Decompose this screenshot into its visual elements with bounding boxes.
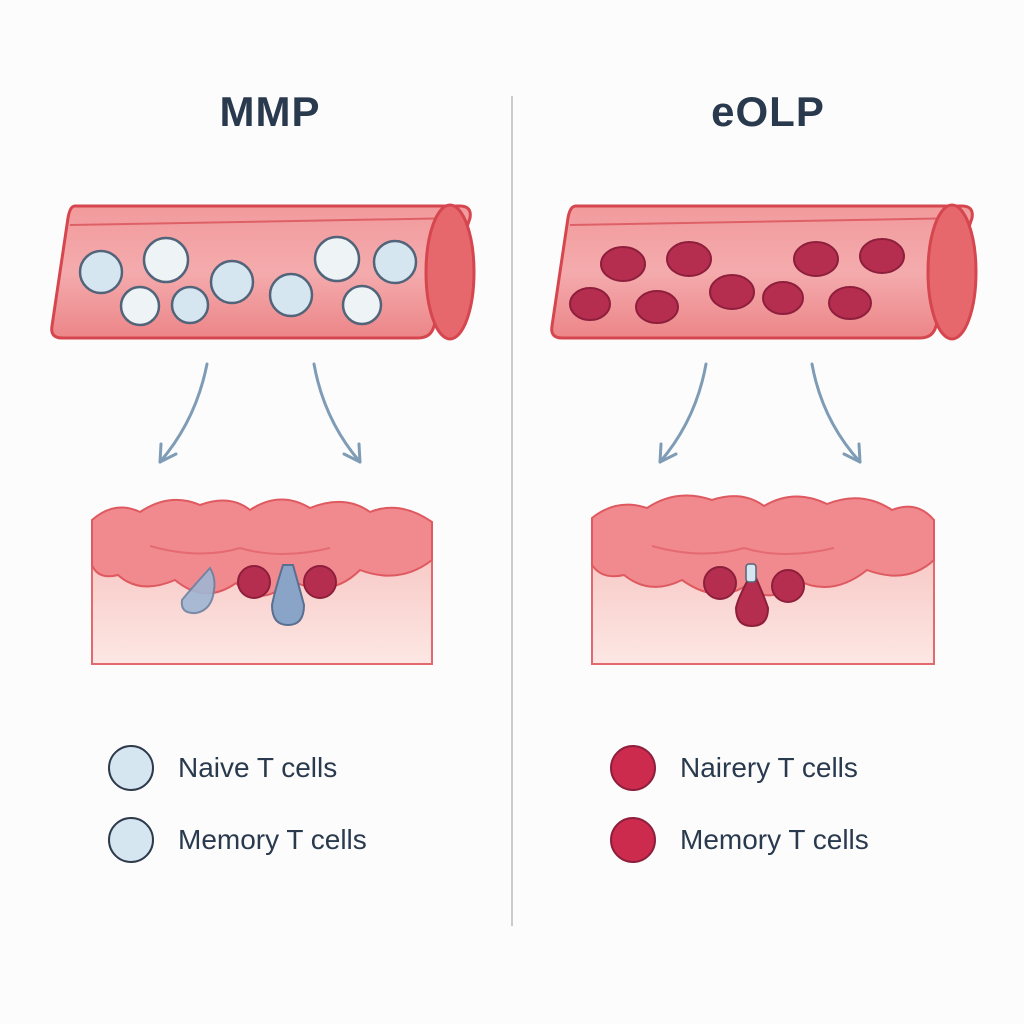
legend-item-naive: Naive T cells	[108, 742, 337, 794]
vessel-cells	[569, 238, 905, 324]
memory-t-cell	[703, 566, 737, 600]
memory-t-cell	[709, 274, 755, 310]
mucosal-tissue	[91, 498, 433, 665]
memory-t-cell	[635, 290, 679, 324]
migration-arrows	[658, 362, 862, 464]
naive-t-cell	[341, 284, 383, 326]
naive-t-cell	[745, 563, 757, 583]
legend-label: Memory T cells	[178, 824, 367, 855]
legend-swatch	[610, 745, 656, 791]
vessel-cells	[78, 235, 418, 327]
arrow-down-left-icon	[158, 362, 209, 464]
legend-swatch	[610, 817, 656, 863]
panel-title-mmp: MMP	[219, 88, 321, 135]
arrow-down-right-icon	[810, 362, 862, 464]
naive-t-cell	[313, 235, 361, 283]
panel-mmp: MMP	[50, 88, 476, 866]
memory-t-cell	[762, 281, 804, 315]
memory-t-cell	[734, 577, 770, 628]
legend-swatch	[108, 817, 154, 863]
panel-title-eolp: eOLP	[711, 88, 825, 135]
memory-t-cell	[666, 241, 712, 277]
naive-t-cell	[268, 272, 314, 318]
memory-t-cell	[771, 569, 805, 603]
mmp-illustration	[50, 203, 476, 665]
memory-t-cell	[859, 238, 905, 274]
naive-t-cell	[372, 239, 418, 285]
legend-swatch	[108, 745, 154, 791]
naive-t-cell	[142, 236, 190, 284]
migration-arrows	[158, 362, 362, 464]
memory-t-cell	[793, 241, 839, 277]
memory-t-cell	[569, 287, 611, 321]
panel-divider	[511, 96, 513, 926]
tissue-cells	[703, 563, 805, 628]
legend-label: Nairery T cells	[680, 752, 858, 783]
memory-t-cell	[600, 246, 646, 282]
legend-item-memory: Memory T cells	[108, 814, 367, 866]
naive-t-cell	[209, 259, 255, 305]
legend-item-memory: Memory T cells	[610, 814, 869, 866]
naive-t-cell	[180, 566, 216, 615]
legend-label: Memory T cells	[680, 824, 869, 855]
arrow-down-left-icon	[658, 362, 708, 464]
naive-t-cell	[119, 285, 161, 327]
naive-t-cell	[78, 249, 124, 295]
tissue-cells	[180, 564, 337, 627]
eolp-illustration	[550, 203, 978, 665]
legend-label: Naive T cells	[178, 752, 338, 783]
memory-t-cell	[237, 565, 271, 599]
naive-t-cell	[270, 564, 306, 627]
mucosal-tissue	[591, 494, 935, 665]
memory-t-cell	[303, 565, 337, 599]
naive-t-cell	[170, 285, 210, 325]
panel-eolp: eOLP	[512, 0, 1024, 1024]
legend-item-naive: Nairery T cells	[610, 742, 858, 794]
memory-t-cell	[828, 286, 872, 320]
arrow-down-right-icon	[312, 362, 362, 464]
